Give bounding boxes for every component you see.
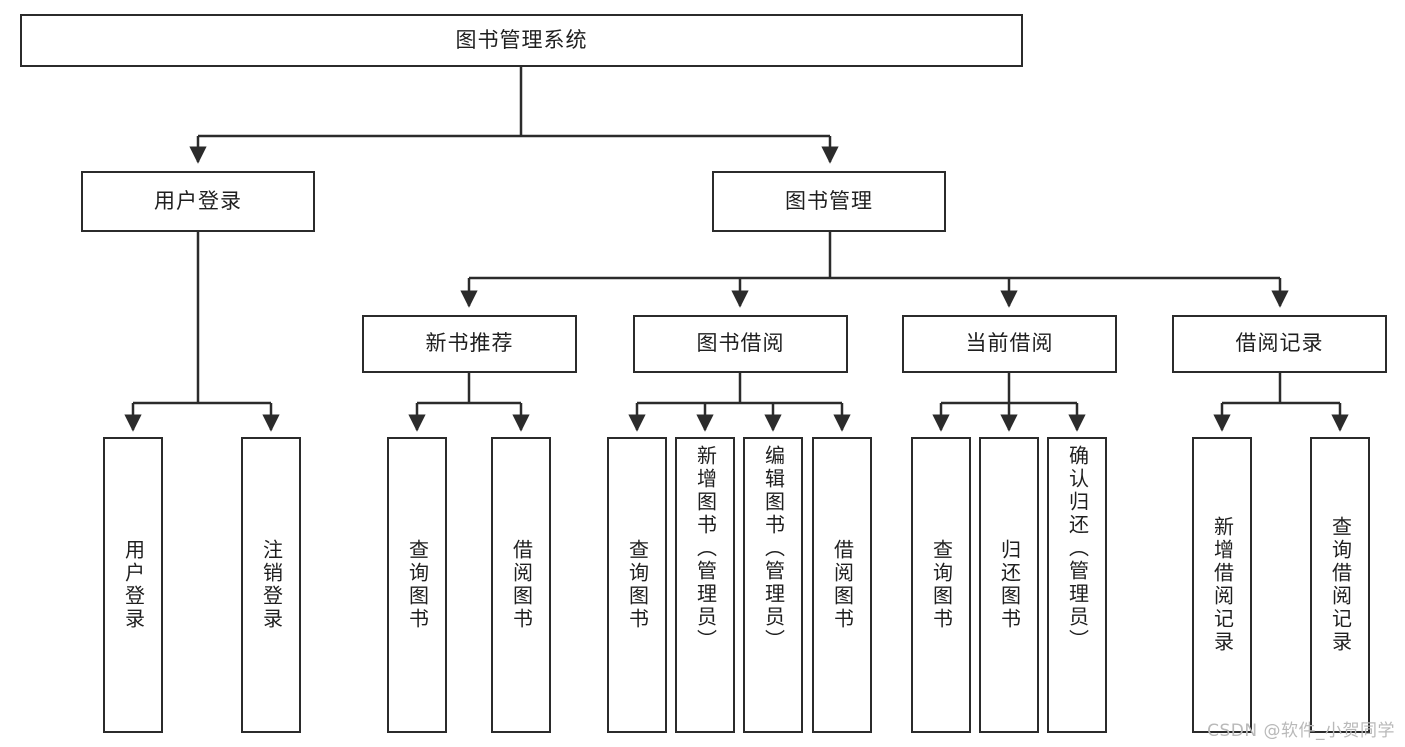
leaf-add-book-label: 新增图书（管理员） [693, 445, 718, 652]
leaf-query-record[interactable]: 查询借阅记录 [1310, 437, 1370, 733]
node-borrow-record-label: 借阅记录 [1235, 331, 1324, 356]
leaf-borrow-book-1-label: 借阅图书 [509, 539, 534, 631]
leaf-add-book[interactable]: 新增图书（管理员） [675, 437, 735, 733]
leaf-query-book-1-label: 查询图书 [405, 539, 430, 631]
leaf-return-book[interactable]: 归还图书 [979, 437, 1039, 733]
node-current-borrow-label: 当前借阅 [965, 331, 1054, 356]
leaf-borrow-book-1[interactable]: 借阅图书 [491, 437, 551, 733]
node-root-label: 图书管理系统 [455, 27, 588, 52]
node-new-book-rec[interactable]: 新书推荐 [362, 315, 577, 373]
leaf-query-book-1[interactable]: 查询图书 [387, 437, 447, 733]
leaf-query-book-3[interactable]: 查询图书 [911, 437, 971, 733]
node-book-borrow[interactable]: 图书借阅 [633, 315, 848, 373]
leaf-edit-book[interactable]: 编辑图书（管理员） [743, 437, 803, 733]
leaf-edit-book-label: 编辑图书（管理员） [761, 445, 786, 652]
node-book-manage-label: 图书管理 [785, 188, 873, 213]
node-current-borrow[interactable]: 当前借阅 [902, 315, 1117, 373]
leaf-add-record[interactable]: 新增借阅记录 [1192, 437, 1252, 733]
node-borrow-record[interactable]: 借阅记录 [1172, 315, 1387, 373]
leaf-query-record-label: 查询借阅记录 [1328, 516, 1353, 654]
leaf-borrow-book-2[interactable]: 借阅图书 [812, 437, 872, 733]
leaf-user-logout[interactable]: 注销登录 [241, 437, 301, 733]
leaf-confirm-return[interactable]: 确认归还（管理员） [1047, 437, 1107, 733]
leaf-return-book-label: 归还图书 [997, 539, 1022, 631]
leaf-user-login[interactable]: 用户登录 [103, 437, 163, 733]
leaf-query-book-2[interactable]: 查询图书 [607, 437, 667, 733]
leaf-query-book-3-label: 查询图书 [929, 539, 954, 631]
node-user-login-label: 用户登录 [154, 188, 242, 213]
leaf-user-login-label: 用户登录 [121, 539, 146, 631]
node-new-book-rec-label: 新书推荐 [425, 331, 514, 356]
node-root[interactable]: 图书管理系统 [20, 14, 1023, 67]
leaf-add-record-label: 新增借阅记录 [1210, 516, 1235, 654]
leaf-user-logout-label: 注销登录 [259, 539, 284, 631]
node-book-manage[interactable]: 图书管理 [712, 171, 946, 232]
leaf-borrow-book-2-label: 借阅图书 [830, 539, 855, 631]
node-user-login[interactable]: 用户登录 [81, 171, 315, 232]
node-book-borrow-label: 图书借阅 [696, 331, 785, 356]
leaf-confirm-return-label: 确认归还（管理员） [1065, 445, 1090, 652]
leaf-query-book-2-label: 查询图书 [625, 539, 650, 631]
